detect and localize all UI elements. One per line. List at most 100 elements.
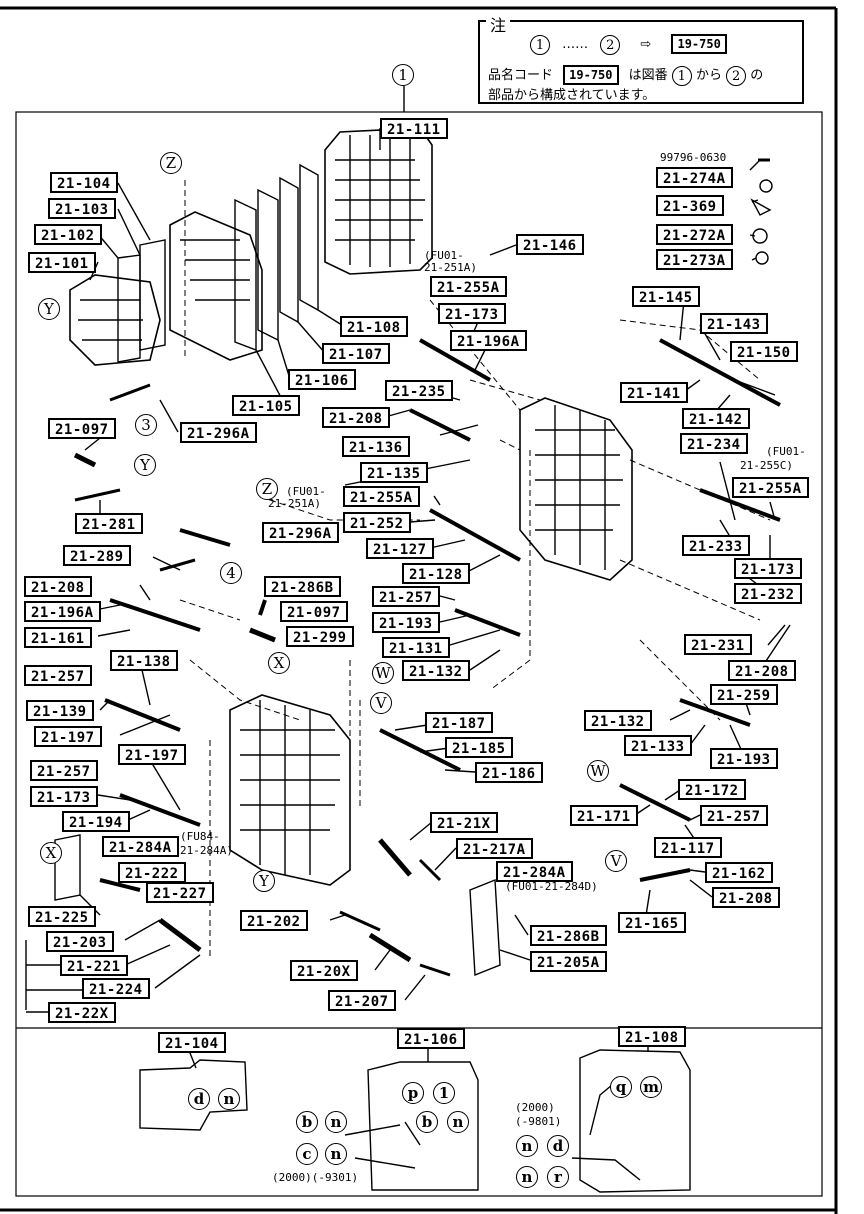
note-ref-code: 19-750 xyxy=(671,34,727,54)
part-label: 21-284A xyxy=(496,861,573,882)
part-label: 21-102 xyxy=(34,224,102,245)
code-circle-n: n xyxy=(447,1111,469,1133)
callout-z: Z xyxy=(160,152,182,174)
part-label: 21-196A xyxy=(450,330,527,351)
callout-v: V xyxy=(605,850,627,872)
part-label: 21-162 xyxy=(705,862,773,883)
note-circle-1: 1 xyxy=(530,34,550,55)
code-circle-q: q xyxy=(610,1076,632,1098)
part-label: 21-142 xyxy=(682,408,750,429)
part-label: 21-232 xyxy=(734,583,802,604)
part-label: 21-255A xyxy=(343,486,420,507)
part-label: 21-227 xyxy=(146,882,214,903)
part-label: 21-205A xyxy=(530,951,607,972)
code-circle-m: m xyxy=(640,1076,662,1098)
year-range-note: (2000) xyxy=(515,1101,555,1114)
code-circle-n: n xyxy=(325,1143,347,1165)
part-label: 21-273A xyxy=(656,249,733,270)
part-label: 21-131 xyxy=(382,637,450,658)
code-circle-d: d xyxy=(547,1135,569,1157)
part-label: 21-111 xyxy=(380,118,448,139)
callout-z: Z xyxy=(256,478,278,500)
callout-y: Y xyxy=(38,298,60,320)
part-label: 21-141 xyxy=(620,382,688,403)
part-label: 21-132 xyxy=(402,660,470,681)
note-circle-2: 2 xyxy=(600,34,621,55)
part-label: 21-252 xyxy=(343,512,411,533)
variant-note: (FU01-21-284D) xyxy=(505,880,598,893)
code-circle-b: b xyxy=(296,1111,318,1133)
part-label: 21-107 xyxy=(322,343,390,364)
note-row-3: 部品から構成されています。 xyxy=(488,88,656,103)
part-label: 21-106 xyxy=(397,1028,465,1049)
part-label: 21-234 xyxy=(680,433,748,454)
part-label: 21-21X xyxy=(430,812,498,833)
part-label: 21-197 xyxy=(34,726,102,747)
part-label: 21-255A xyxy=(732,477,809,498)
note-line2-code: 19-750 xyxy=(563,65,619,85)
callout-y: Y xyxy=(134,454,156,476)
part-label: 21-281 xyxy=(75,513,143,534)
part-label: 21-161 xyxy=(24,627,92,648)
part-label: 21-231 xyxy=(684,634,752,655)
part-label: 21-104 xyxy=(50,172,118,193)
part-label: 21-217A xyxy=(456,838,533,859)
code-circle-c: c xyxy=(296,1143,318,1165)
part-label: 21-203 xyxy=(46,931,114,952)
callout-y: Y xyxy=(253,870,275,892)
variant-note: 21-251A) xyxy=(268,497,321,510)
part-label: 21-257 xyxy=(372,586,440,607)
part-label: 21-132 xyxy=(584,710,652,731)
part-label: 21-146 xyxy=(516,234,584,255)
part-label: 21-128 xyxy=(402,563,470,584)
part-label: 21-186 xyxy=(475,762,543,783)
callout-x: X xyxy=(268,652,290,674)
variant-note: (FU01- xyxy=(286,485,326,498)
part-label: 21-173 xyxy=(30,786,98,807)
code-circle-b: b xyxy=(416,1111,438,1133)
part-label: 21-233 xyxy=(682,535,750,556)
part-label: 21-274A xyxy=(656,167,733,188)
ref-number: 99796-0630 xyxy=(660,151,727,164)
code-circle-l: 1 xyxy=(433,1082,455,1104)
part-label: 21-22X xyxy=(48,1002,116,1023)
variant-note: (FU01- xyxy=(766,445,806,458)
code-circle-p: p xyxy=(402,1082,424,1104)
part-label: 21-286B xyxy=(264,576,341,597)
part-label: 21-20X xyxy=(290,960,358,981)
note-row-1: 1 …… 2 ⇨ 19-750 xyxy=(530,34,727,55)
part-label: 21-171 xyxy=(570,805,638,826)
part-label: 21-193 xyxy=(710,748,778,769)
note-line2-mid: は図番 xyxy=(628,68,668,83)
code-circle-d: d xyxy=(188,1088,210,1110)
part-label: 21-165 xyxy=(618,912,686,933)
part-label: 21-117 xyxy=(654,837,722,858)
part-label: 21-143 xyxy=(700,313,768,334)
part-label: 21-105 xyxy=(232,395,300,416)
variant-note: 21-251A) xyxy=(424,261,477,274)
part-label: 21-235 xyxy=(385,380,453,401)
part-label: 21-187 xyxy=(425,712,493,733)
callout-x: X xyxy=(40,842,62,864)
note-line2-pre: 品名コード xyxy=(488,68,554,83)
part-label: 21-097 xyxy=(280,601,348,622)
part-label: 21-127 xyxy=(366,538,434,559)
part-label: 21-225 xyxy=(28,906,96,927)
part-label: 21-272A xyxy=(656,224,733,245)
part-label: 21-139 xyxy=(26,700,94,721)
part-label: 21-255A xyxy=(430,276,507,297)
part-label: 21-299 xyxy=(286,626,354,647)
part-label: 21-208 xyxy=(24,576,92,597)
part-label: 21-103 xyxy=(48,198,116,219)
part-label: 21-173 xyxy=(438,303,506,324)
part-label: 21-145 xyxy=(632,286,700,307)
variant-note: (FU84- xyxy=(180,830,220,843)
year-range-note: (-9801) xyxy=(515,1115,562,1128)
code-circle-n: n xyxy=(516,1135,538,1157)
part-label: 21-208 xyxy=(728,660,796,681)
part-label: 21-222 xyxy=(118,862,186,883)
note-line2-post: の xyxy=(750,68,764,83)
part-label: 21-193 xyxy=(372,612,440,633)
note-dots: …… xyxy=(562,37,589,52)
